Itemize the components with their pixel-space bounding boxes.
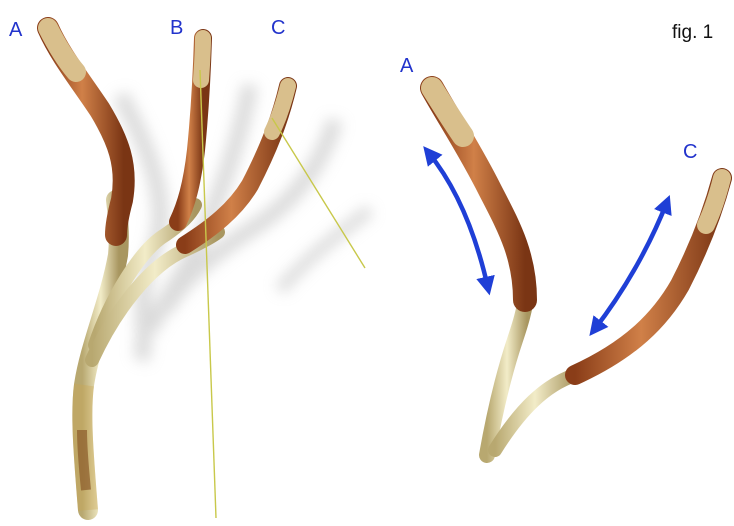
- figure-label: fig. 1: [672, 23, 713, 43]
- right-label-c: C: [683, 142, 697, 162]
- right-label-a: A: [400, 56, 413, 76]
- shadow-group: [120, 85, 370, 360]
- bristle-b: [200, 70, 216, 518]
- left-assembly: [48, 28, 370, 518]
- left-label-c: C: [271, 18, 285, 38]
- right-arm-c-segment: [575, 178, 722, 375]
- right-assembly: [428, 88, 722, 455]
- left-label-b: B: [170, 18, 183, 38]
- left-label-a: A: [9, 20, 22, 40]
